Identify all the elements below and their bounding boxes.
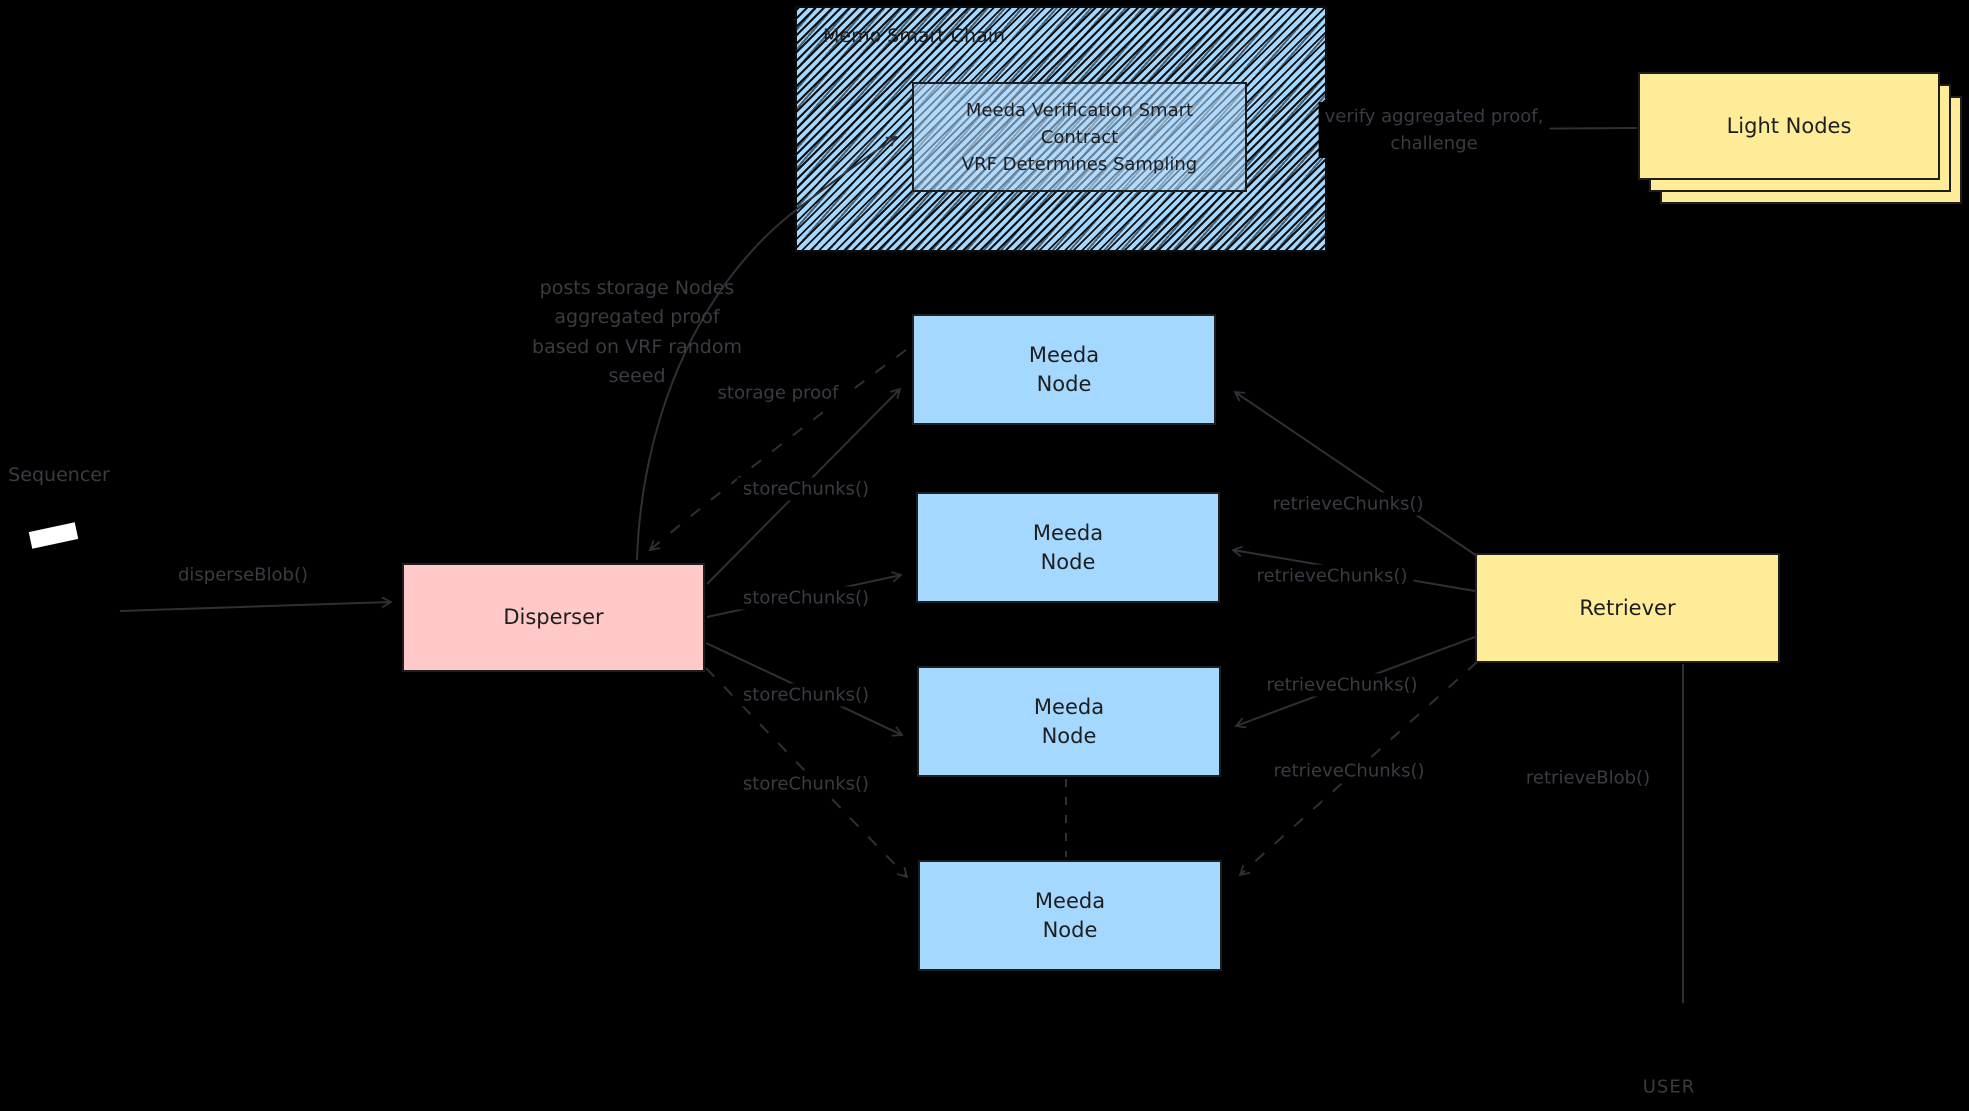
disperser-box: Disperser: [402, 563, 705, 672]
retrieve-chunks-label-4: retrieveChunks(): [1267, 759, 1431, 783]
meeda-node-2: Meeda Node: [916, 492, 1220, 603]
edge-storage-proof: [648, 349, 907, 552]
retrieve-chunks-label-2: retrieveChunks(): [1250, 564, 1414, 588]
meeda-node-1: Meeda Node: [912, 314, 1216, 425]
retrieve-chunks-label-1: retrieveChunks(): [1266, 492, 1430, 516]
verification-contract-box: Meeda Verification Smart Contract VRF De…: [912, 82, 1247, 192]
store-chunks-label-2: storeChunks(): [736, 586, 876, 610]
store-chunks-label-4: storeChunks(): [736, 772, 876, 796]
edge-retrieve-chunks-1: [1233, 390, 1478, 557]
retrieve-blob-label: retrieveBlob(): [1519, 766, 1657, 790]
storage-proof-label: storage proof: [711, 381, 845, 405]
memo-smart-chain-box: Memo Smart Chain Meeda Verification Smar…: [795, 6, 1327, 252]
disperse-blob-label: disperseBlob(): [172, 563, 314, 587]
meeda-node-3: Meeda Node: [917, 666, 1221, 777]
meeda-node-4: Meeda Node: [918, 860, 1222, 971]
posts-proof-label: posts storage Nodes aggregated proof bas…: [532, 277, 742, 388]
edge-posts-aggregated-proof: [636, 135, 898, 561]
chain-title: Memo Smart Chain: [823, 25, 1006, 47]
user-label: USER: [1642, 1076, 1696, 1098]
light-nodes-box: Light Nodes: [1638, 72, 1940, 180]
edge-disperse-blob: [119, 596, 393, 612]
edge-store-chunks-4: [705, 667, 909, 879]
verify-proof-label: verify aggregated proof, challenge: [1318, 102, 1550, 158]
sequencer-label: Sequencer: [8, 464, 110, 486]
store-chunks-label-3: storeChunks(): [736, 683, 876, 707]
store-chunks-label-1: storeChunks(): [736, 477, 876, 501]
retrieve-chunks-label-3: retrieveChunks(): [1260, 673, 1424, 697]
retriever-box: Retriever: [1475, 553, 1780, 663]
